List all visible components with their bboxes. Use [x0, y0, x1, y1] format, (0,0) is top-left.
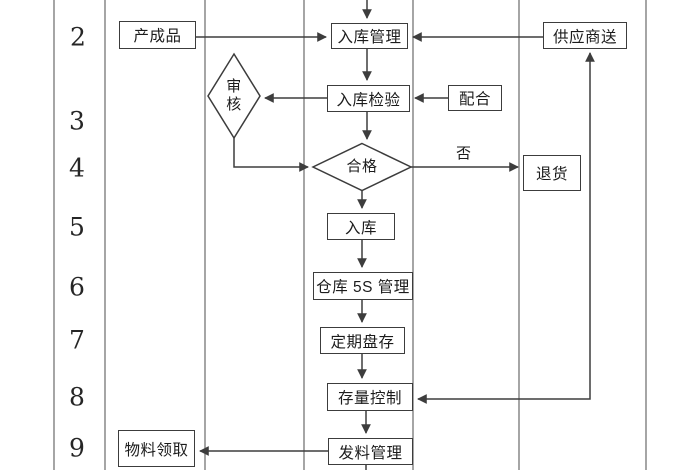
row-number-2: 2	[70, 22, 86, 52]
row-number-3: 3	[69, 106, 85, 136]
node-periodic-stocktaking: 定期盘存	[320, 327, 405, 354]
node-cooperation: 配合	[448, 85, 502, 111]
node-put-in-storage: 入库	[327, 213, 395, 240]
node-return-goods: 退货	[523, 155, 581, 191]
node-finished-goods: 产成品	[119, 21, 196, 49]
row-number-8: 8	[69, 382, 85, 412]
row-number-6: 6	[69, 272, 85, 302]
edge-label-no: 否	[456, 145, 473, 162]
row-number-5: 5	[69, 212, 85, 242]
row-number-7: 7	[69, 325, 85, 355]
row-number-9: 9	[69, 433, 85, 463]
node-warehouse-5s: 仓库 5S 管理	[313, 272, 413, 300]
node-supplier-delivery: 供应商送	[543, 22, 627, 49]
node-stock-control: 存量控制	[327, 383, 413, 411]
node-material-pickup: 物料领取	[118, 430, 195, 467]
node-issue-management: 发料管理	[328, 438, 413, 465]
row-number-4: 4	[69, 153, 85, 183]
diamond-review-label: 审核	[226, 78, 242, 113]
node-inbound-management: 入库管理	[331, 23, 408, 49]
diamond-qualified-label: 合格	[346, 158, 378, 175]
node-inbound-inspection: 入库检验	[327, 85, 410, 112]
